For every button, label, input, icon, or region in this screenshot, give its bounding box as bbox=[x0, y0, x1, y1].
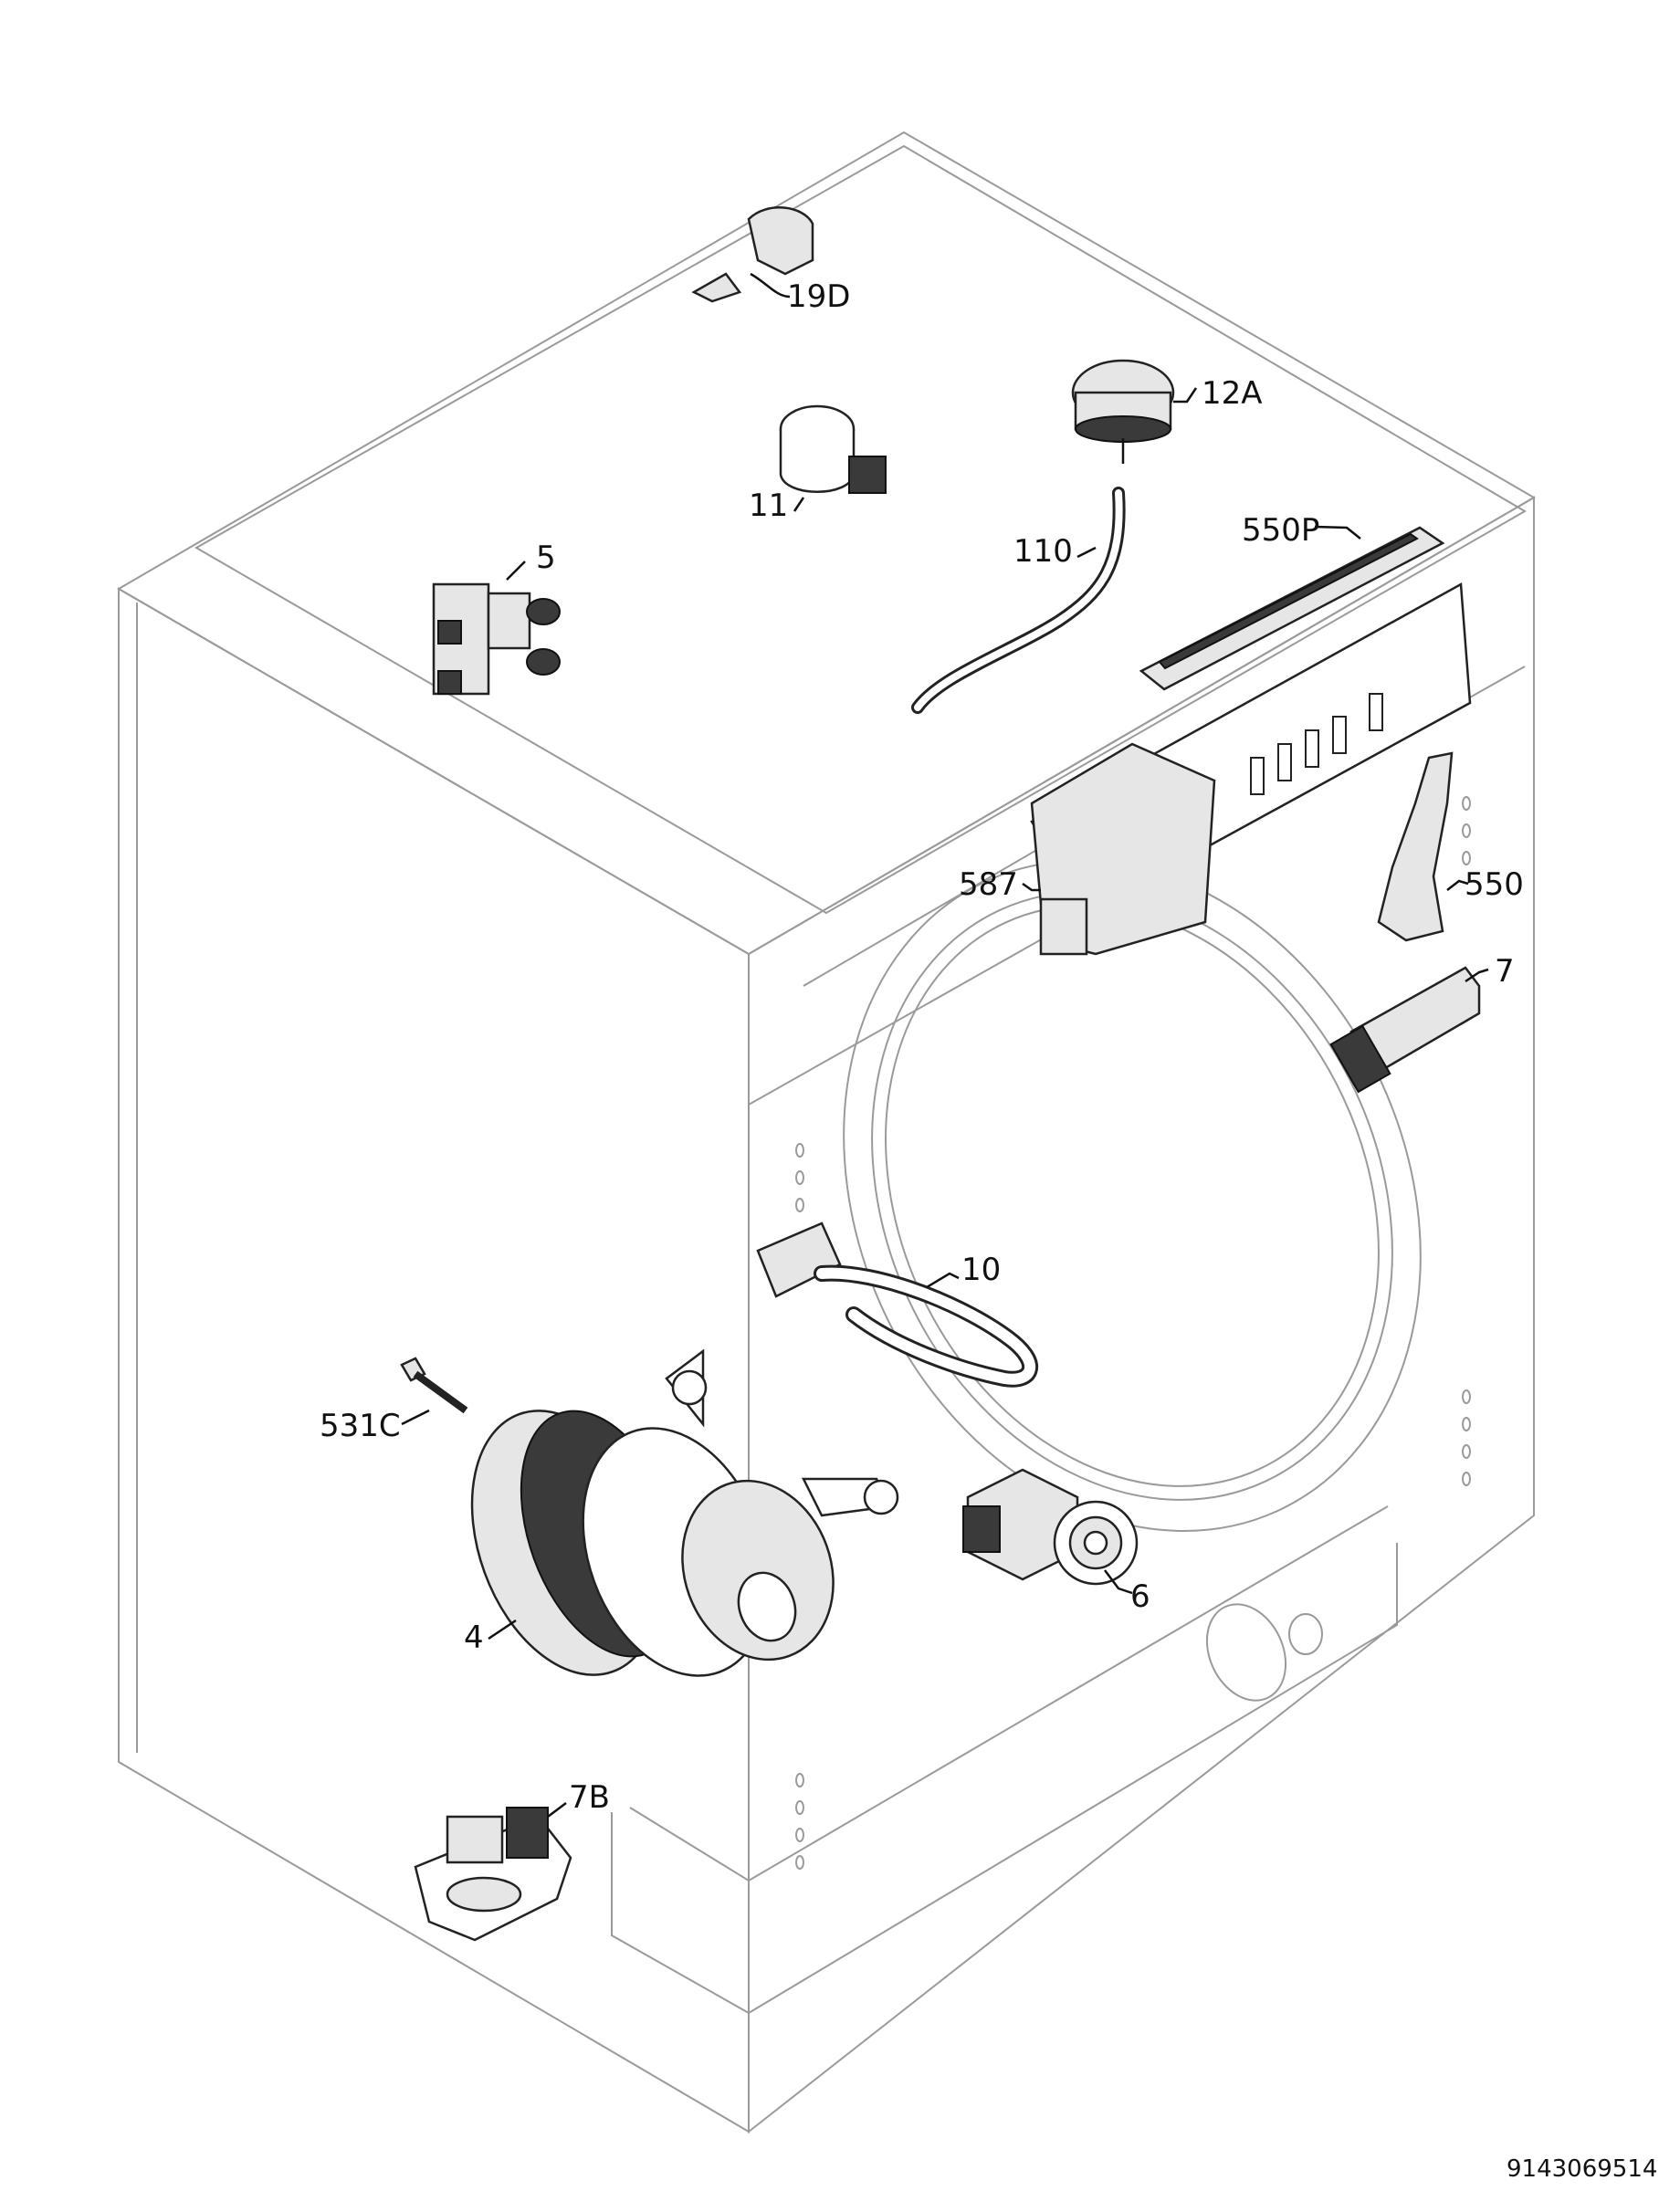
callout-5: 5 bbox=[536, 540, 556, 576]
part-10-heating-element bbox=[756, 1221, 1039, 1388]
callout-10: 10 bbox=[961, 1252, 1001, 1288]
service-hatch bbox=[1205, 1603, 1287, 1702]
callout-4: 4 bbox=[464, 1620, 484, 1656]
callout-550P: 550P bbox=[1242, 512, 1319, 549]
callout-110: 110 bbox=[1013, 533, 1073, 570]
callout-587: 587 bbox=[959, 866, 1018, 903]
document-number: 9143069514 bbox=[1507, 2155, 1657, 2183]
front-screw-holes-left bbox=[795, 1143, 804, 1870]
part-110-pressure-hose bbox=[911, 487, 1126, 714]
callout-531C: 531C bbox=[320, 1408, 401, 1444]
callout-550: 550 bbox=[1465, 866, 1524, 903]
cabinet-front-panel bbox=[748, 496, 1535, 2134]
cabinet-top-panel bbox=[117, 131, 1536, 956]
callout-7: 7 bbox=[1495, 953, 1515, 990]
callout-11: 11 bbox=[749, 487, 788, 524]
part-587-electronic-module bbox=[1022, 582, 1472, 956]
part-11-interference-filter bbox=[779, 404, 887, 512]
part-4-motor bbox=[470, 1348, 899, 1677]
callout-6: 6 bbox=[1130, 1578, 1150, 1615]
door-porthole-inner bbox=[871, 891, 1393, 1501]
part-5-inlet-valve bbox=[432, 561, 561, 696]
part-7B-lock-actuator bbox=[414, 1802, 572, 1942]
part-19D-cable-clip bbox=[691, 206, 814, 303]
callout-19D: 19D bbox=[787, 278, 850, 315]
door-porthole-outer bbox=[843, 860, 1422, 1532]
callout-12A: 12A bbox=[1202, 375, 1263, 412]
front-screw-holes-right bbox=[1462, 796, 1471, 1486]
part-550-wiring bbox=[1377, 751, 1469, 942]
part-7-door-lock bbox=[1329, 966, 1489, 1094]
part-550P-display-board bbox=[1139, 525, 1445, 691]
callout-7B: 7B bbox=[569, 1779, 610, 1816]
part-6-drain-pump bbox=[962, 1468, 1139, 1595]
part-12A-pressure-switch bbox=[1071, 359, 1198, 464]
part-531C-screw bbox=[400, 1357, 468, 1426]
